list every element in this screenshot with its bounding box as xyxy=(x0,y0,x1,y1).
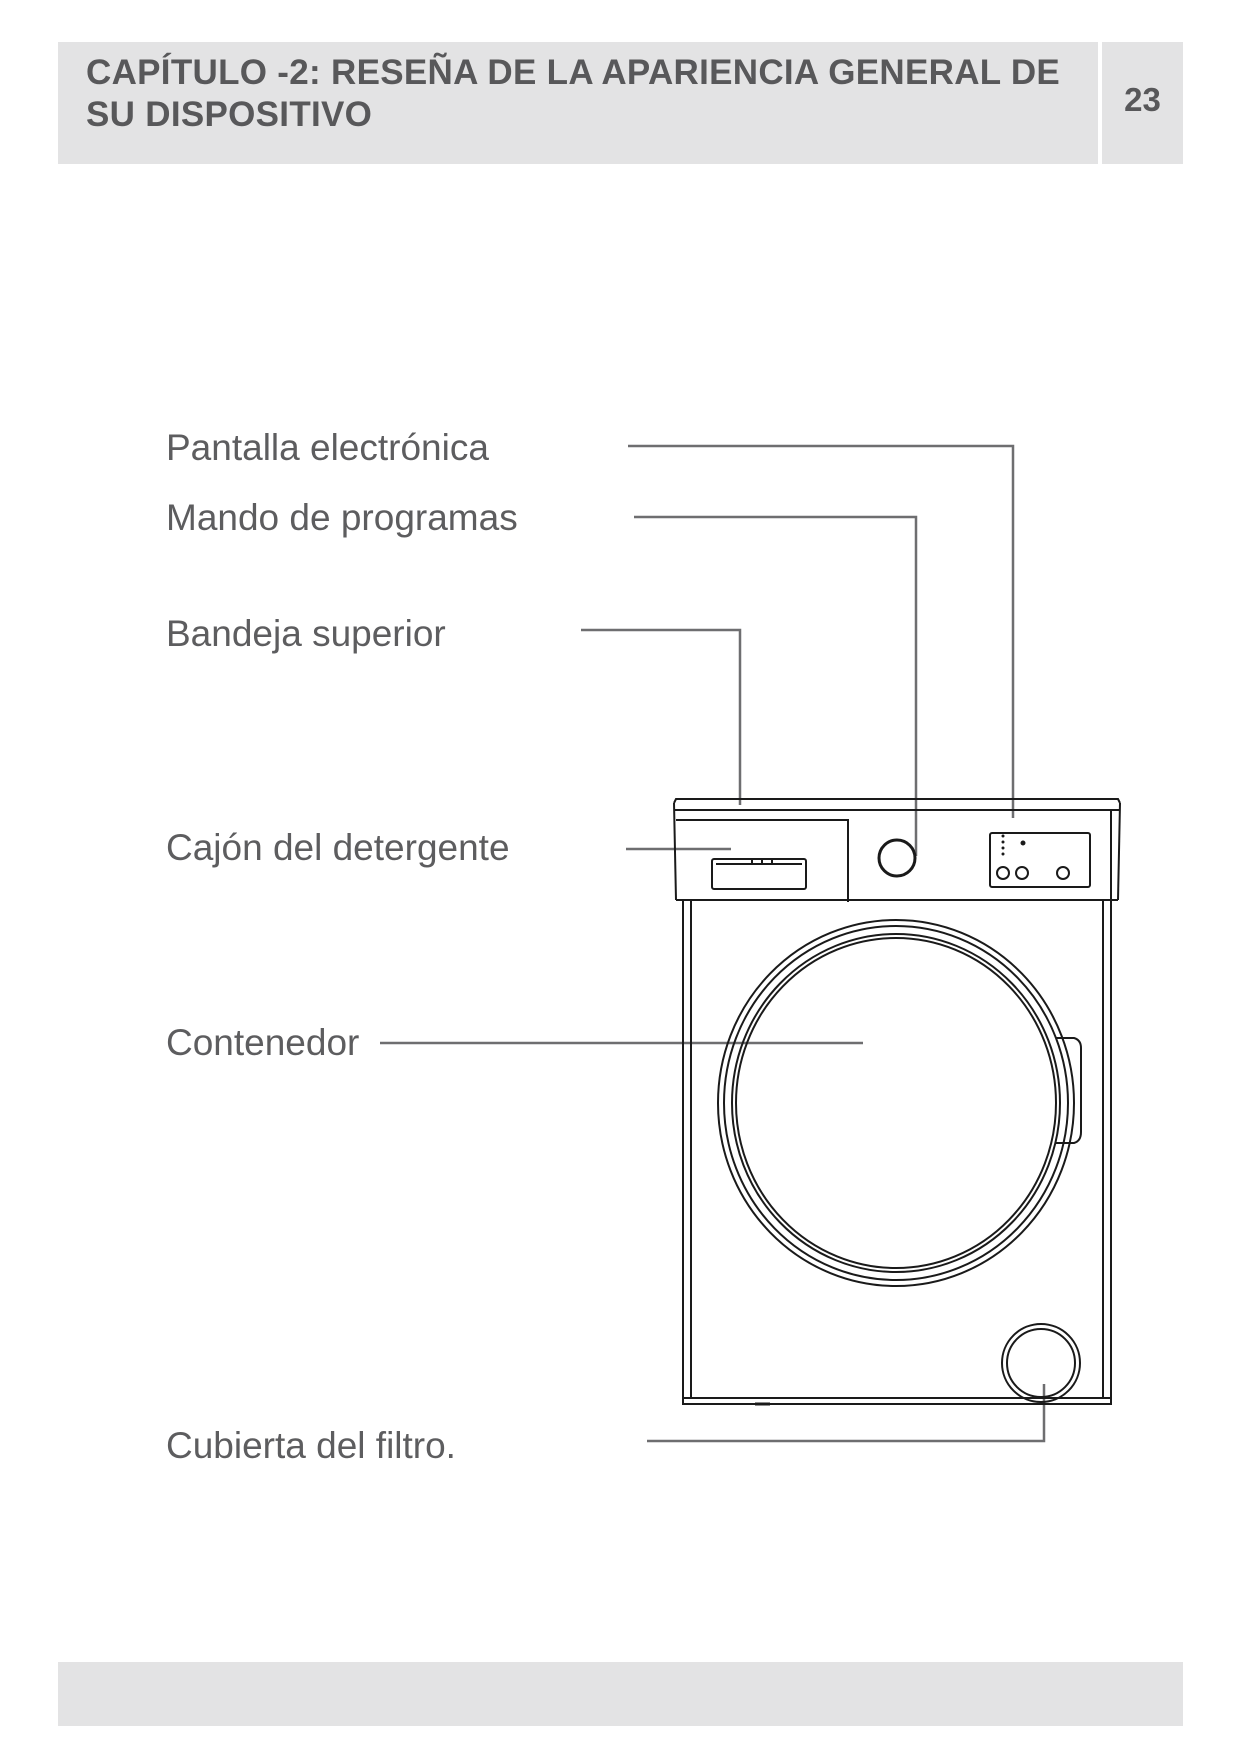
machine-right-side xyxy=(1117,802,1121,901)
detergent-drawer-handle xyxy=(711,858,807,890)
door-glass xyxy=(731,933,1061,1273)
label-program-knob: Mando de programas xyxy=(166,497,518,538)
machine-top-edge xyxy=(673,798,1121,804)
label-top-tray: Bandeja superior xyxy=(166,613,446,654)
door-outer-ring xyxy=(717,919,1075,1287)
page-number-box: 23 xyxy=(1102,42,1183,164)
label-display: Pantalla electrónica xyxy=(166,427,489,468)
display-panel xyxy=(989,832,1091,888)
program-knob xyxy=(877,838,917,878)
page-number: 23 xyxy=(1124,81,1161,118)
label-detergent-drawer: Cajón del detergente xyxy=(166,827,510,868)
filter-cover xyxy=(1001,1323,1081,1403)
machine-left-side xyxy=(673,802,677,901)
leader-line-program-knob xyxy=(634,515,918,856)
label-container: Contenedor xyxy=(166,1022,360,1063)
detergent-drawer-panel xyxy=(676,819,849,902)
machine-body xyxy=(682,900,1112,1405)
chapter-title: CAPÍTULO -2: RESEÑA DE LA APARIENCIA GEN… xyxy=(86,53,1061,134)
chapter-header: CAPÍTULO -2: RESEÑA DE LA APARIENCIA GEN… xyxy=(58,42,1098,164)
washing-machine xyxy=(673,798,1121,1406)
door-handle xyxy=(1056,1037,1082,1144)
leader-line-display xyxy=(628,444,1015,818)
label-filter-cover: Cubierta del filtro. xyxy=(166,1425,456,1466)
leader-line-filter-cover xyxy=(647,1384,1046,1443)
leader-lines xyxy=(380,444,1046,1443)
leader-line-top-tray xyxy=(581,628,742,805)
footer-bar xyxy=(58,1662,1183,1726)
